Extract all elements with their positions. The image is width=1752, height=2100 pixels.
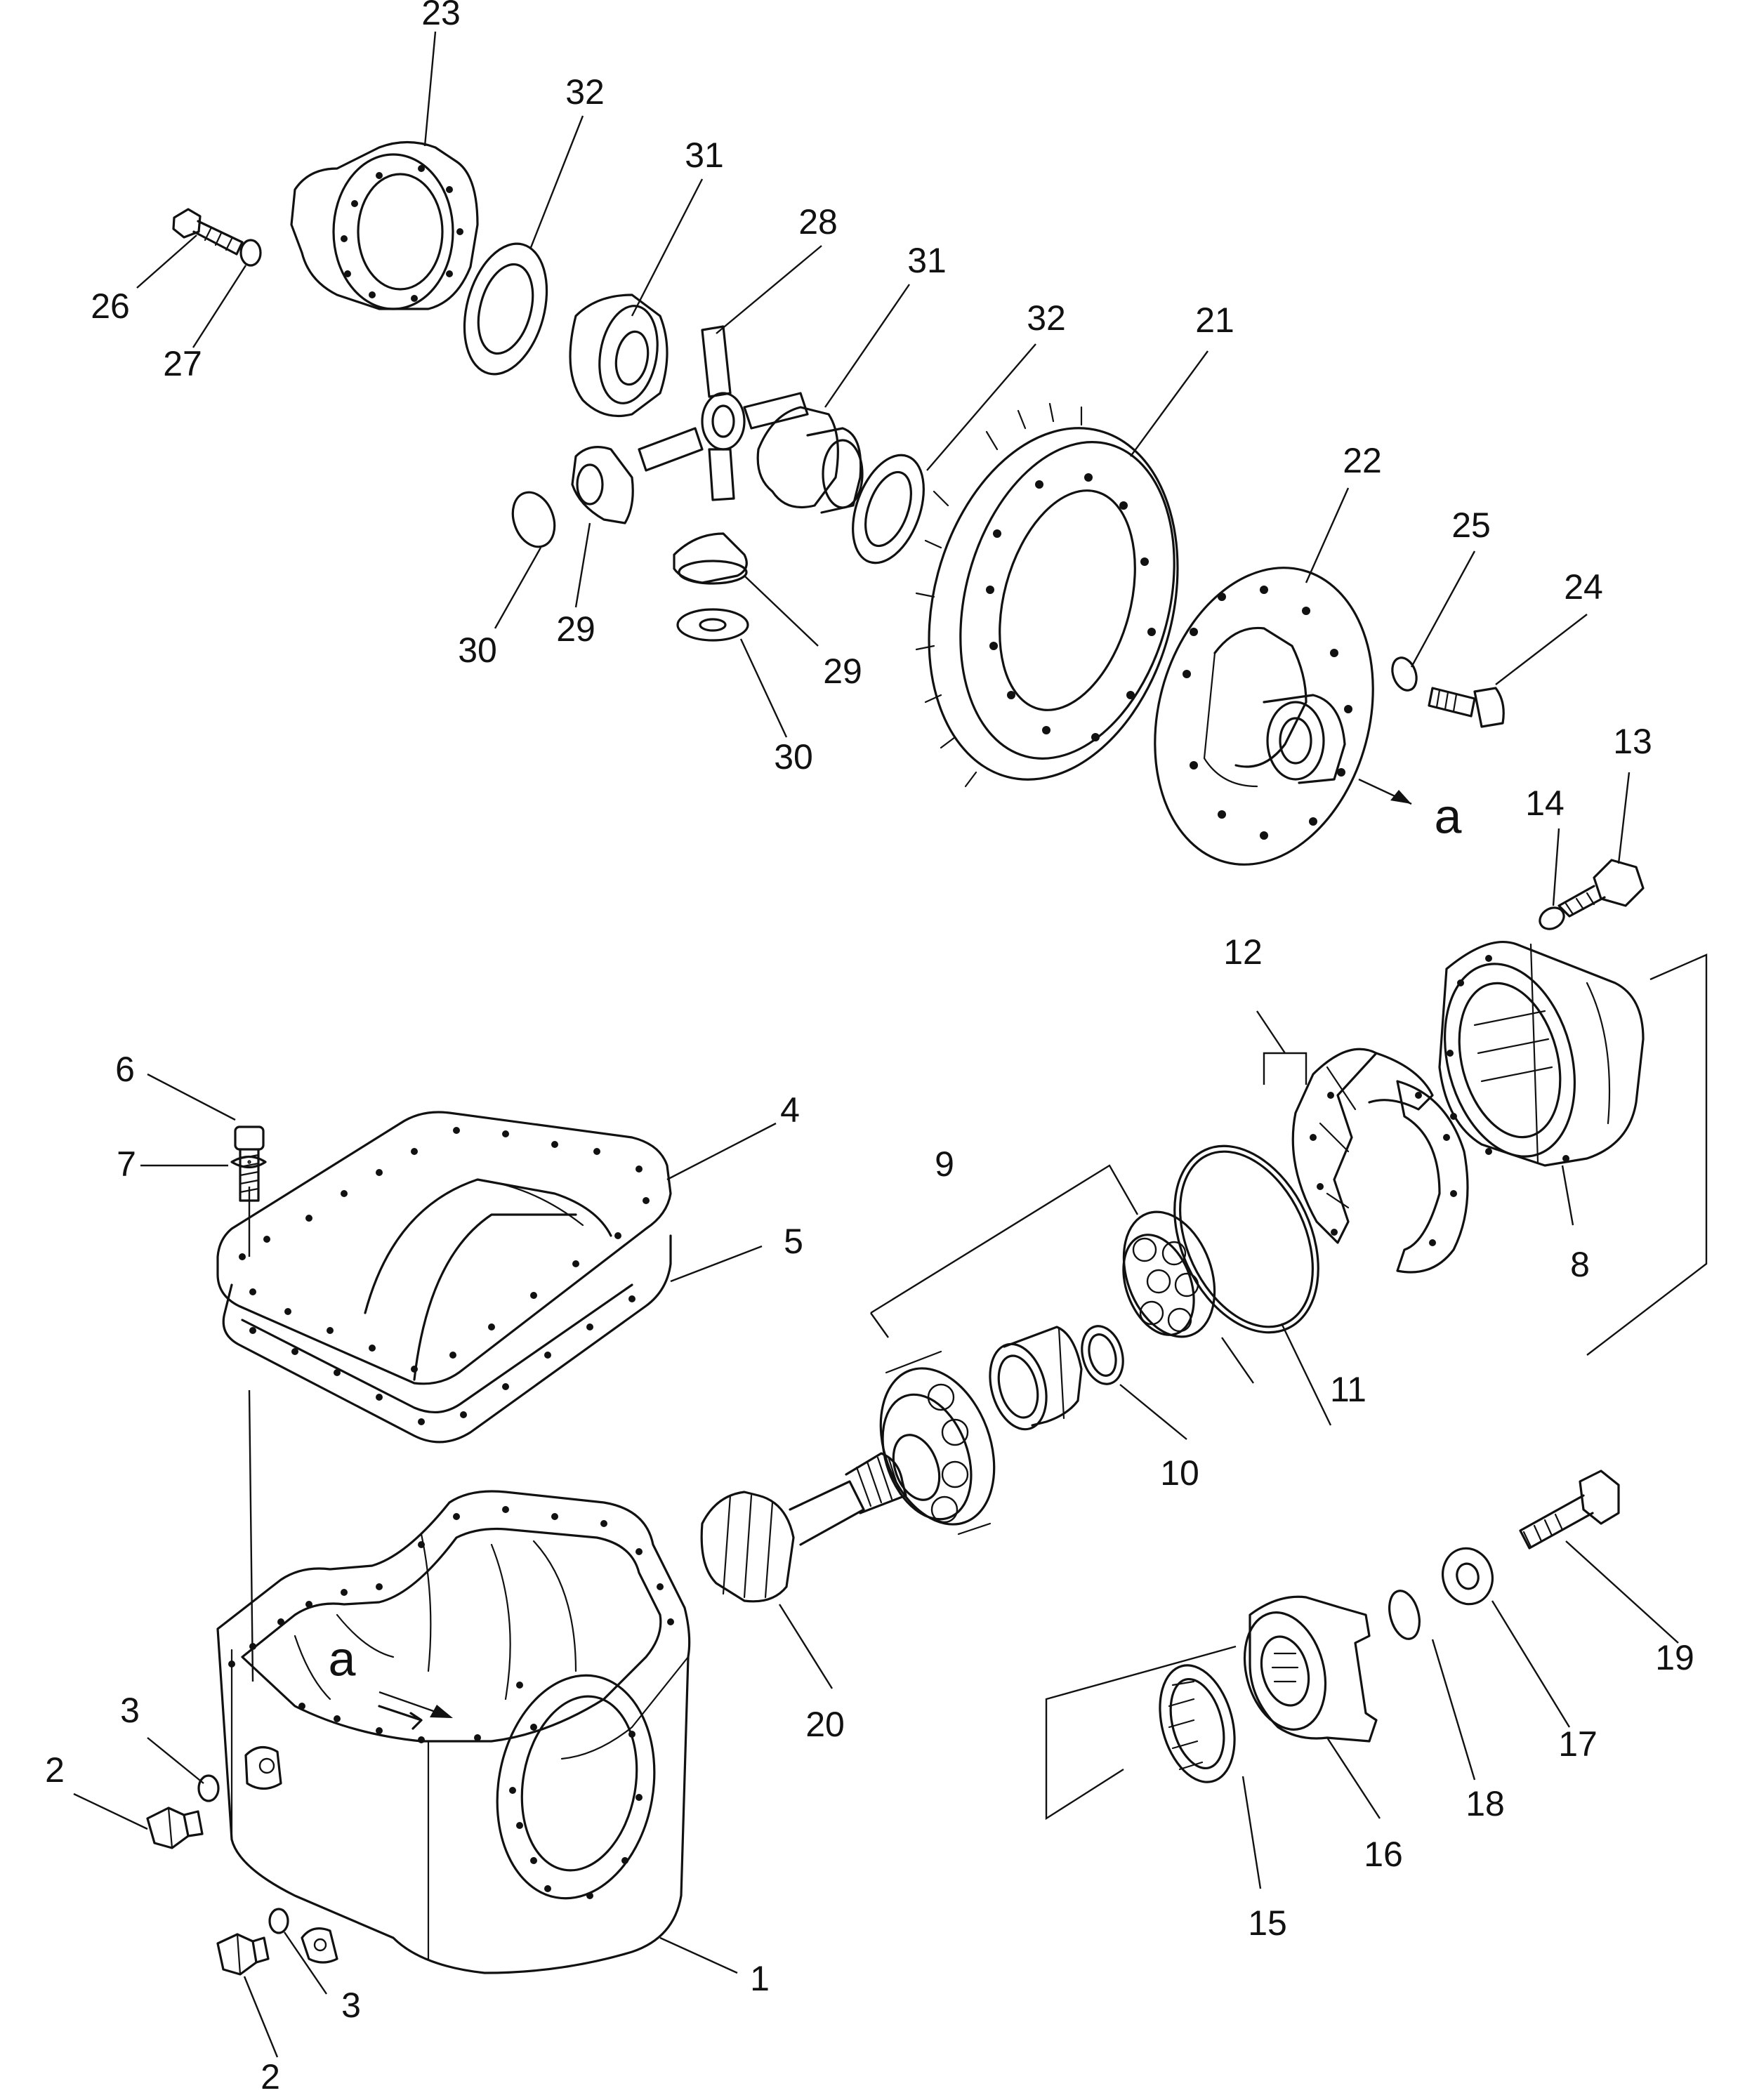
o-ring-lower: [268, 1908, 289, 1934]
o-ring-upper: [197, 1774, 220, 1802]
label-3-upper: 3: [120, 1691, 140, 1730]
case-bolt-24: [1428, 687, 1505, 728]
label-27: 27: [163, 344, 202, 383]
label-11: 11: [1330, 1370, 1366, 1409]
washer-25: [1391, 656, 1418, 692]
housing-bolt-holes: [228, 1506, 674, 1899]
label-21: 21: [1195, 301, 1234, 340]
label-31-left: 31: [685, 136, 724, 175]
label-12: 12: [1223, 932, 1263, 972]
yoke-bolt: [1519, 1470, 1620, 1550]
label-1: 1: [750, 1959, 770, 1998]
part-labels: 23 32 31 28 31 32 21 22 25 24 13 14 26 2…: [45, 0, 1694, 2096]
label-17: 17: [1558, 1724, 1598, 1764]
yoke-washer: [1442, 1547, 1494, 1606]
cover-gasket: [222, 1234, 672, 1444]
side-gear-31-left: [569, 293, 668, 418]
shim-ring-10: [1081, 1325, 1124, 1385]
pinion-cage: [1438, 941, 1645, 1167]
label-9: 9: [935, 1144, 954, 1184]
pinion-spacer: [989, 1326, 1083, 1431]
label-3-lower: 3: [341, 1986, 361, 2025]
label-5: 5: [784, 1222, 803, 1261]
top-cover: [216, 1111, 672, 1385]
thrust-washer-32-left: [463, 242, 548, 376]
thrust-washer-32-right: [852, 454, 925, 564]
washer-30-left: [511, 491, 556, 548]
case-washer-27: [239, 239, 262, 267]
differential-housing: [216, 1490, 691, 1974]
label-15: 15: [1248, 1903, 1287, 1943]
label-25: 25: [1451, 506, 1491, 545]
label-6: 6: [115, 1050, 135, 1089]
ring-gear-21: [915, 402, 1179, 788]
label-22: 22: [1343, 441, 1382, 480]
washer-30-lower: [676, 608, 749, 642]
side-gear-31-right: [756, 406, 864, 514]
label-14: 14: [1525, 784, 1565, 823]
label-2-upper: 2: [45, 1750, 65, 1790]
differential-case-left: [290, 140, 479, 310]
cover-bolt-holes: [239, 1127, 650, 1373]
leader-lines: [73, 31, 1679, 2058]
differential-case-right-22: [1154, 567, 1374, 866]
shim-set: [1291, 1048, 1469, 1274]
label-29-lower: 29: [823, 652, 862, 691]
view-arrow-lower: [378, 1691, 453, 1718]
label-30-lower: 30: [774, 737, 813, 777]
case-bolt-26: [172, 208, 244, 256]
pinion-bearing-outer: [879, 1350, 996, 1536]
gasket-bolt-holes: [249, 1295, 635, 1425]
pinion-29-lower: [673, 532, 748, 585]
label-8: 8: [1570, 1245, 1590, 1284]
label-29-left: 29: [556, 609, 595, 649]
view-a-label-upper: a: [1435, 788, 1462, 843]
label-13: 13: [1613, 722, 1652, 761]
cage-bolt: [1557, 859, 1645, 918]
label-32-left: 32: [565, 72, 605, 112]
coupling-yoke: [1243, 1595, 1378, 1743]
label-26: 26: [91, 286, 130, 326]
label-10: 10: [1160, 1453, 1199, 1493]
view-a-label-lower: a: [329, 1631, 356, 1686]
label-19: 19: [1655, 1638, 1694, 1677]
label-20: 20: [805, 1705, 845, 1744]
view-arrow-upper: [1358, 778, 1412, 805]
label-30-left: 30: [458, 630, 497, 670]
yoke-o-ring: [1388, 1590, 1421, 1640]
label-23: 23: [421, 0, 461, 32]
label-16: 16: [1364, 1835, 1403, 1874]
label-32-right: 32: [1027, 298, 1066, 338]
label-28: 28: [798, 202, 838, 242]
label-18: 18: [1466, 1784, 1505, 1823]
label-31-right: 31: [907, 241, 947, 280]
drain-plug-lower: [216, 1933, 270, 1976]
pinion-29-left: [571, 446, 634, 524]
drain-plug-upper: [146, 1807, 204, 1849]
label-7: 7: [117, 1144, 136, 1184]
cage-washer: [1539, 906, 1565, 930]
snap-ring: [1173, 1144, 1319, 1334]
drive-pinion: [700, 1452, 907, 1603]
label-24: 24: [1564, 567, 1603, 607]
spider-28: [638, 325, 809, 501]
label-2-lower: 2: [261, 2057, 280, 2096]
label-4: 4: [780, 1090, 800, 1130]
pinion-bearing-inner: [1122, 1210, 1216, 1338]
cover-washer: [230, 1155, 267, 1169]
oil-seal: [1159, 1664, 1236, 1783]
